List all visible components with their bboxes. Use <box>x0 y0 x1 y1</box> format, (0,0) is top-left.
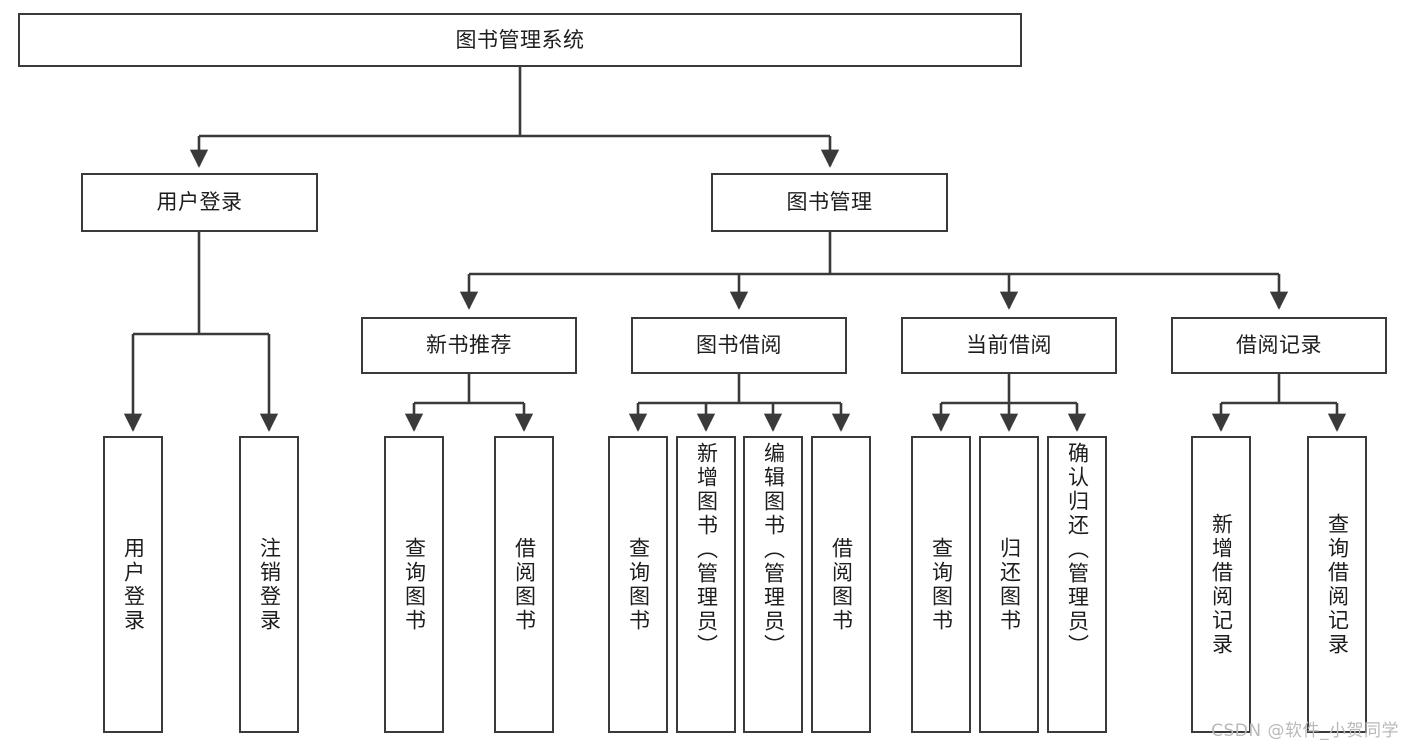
node-leaf-query-book-1[interactable]: 查询图书 <box>384 436 444 733</box>
node-root[interactable]: 图书管理系统 <box>18 13 1022 67</box>
node-book-borrow[interactable]: 图书借阅 <box>631 317 847 374</box>
node-leaf-confirm-return[interactable]: 确认归还（管理员） <box>1047 436 1107 733</box>
node-leaf-query-book-1-label: 查询图书 <box>402 536 427 633</box>
node-leaf-edit-book[interactable]: 编辑图书（管理员） <box>743 436 803 733</box>
node-new-book-recommend[interactable]: 新书推荐 <box>361 317 577 374</box>
node-leaf-user-logout[interactable]: 注销登录 <box>239 436 299 733</box>
node-leaf-add-record-label: 新增借阅记录 <box>1209 512 1234 657</box>
node-leaf-add-book-label: 新增图书（管理员） <box>694 442 719 658</box>
node-book-borrow-label: 图书借阅 <box>696 333 782 358</box>
node-leaf-query-book-2[interactable]: 查询图书 <box>608 436 668 733</box>
node-leaf-add-book[interactable]: 新增图书（管理员） <box>676 436 736 733</box>
node-leaf-confirm-return-label: 确认归还（管理员） <box>1065 442 1090 658</box>
node-leaf-user-login-label: 用户登录 <box>121 536 146 633</box>
node-current-borrow[interactable]: 当前借阅 <box>901 317 1117 374</box>
node-borrow-record[interactable]: 借阅记录 <box>1171 317 1387 374</box>
node-borrow-record-label: 借阅记录 <box>1236 333 1322 358</box>
node-user-login[interactable]: 用户登录 <box>81 173 318 232</box>
node-leaf-query-record[interactable]: 查询借阅记录 <box>1307 436 1367 733</box>
node-leaf-user-logout-label: 注销登录 <box>257 536 282 633</box>
node-leaf-borrow-book-2-label: 借阅图书 <box>829 536 854 633</box>
node-leaf-user-login[interactable]: 用户登录 <box>103 436 163 733</box>
node-leaf-return-book[interactable]: 归还图书 <box>979 436 1039 733</box>
node-leaf-borrow-book-1[interactable]: 借阅图书 <box>494 436 554 733</box>
node-user-login-label: 用户登录 <box>156 190 243 215</box>
node-new-book-recommend-label: 新书推荐 <box>426 333 512 358</box>
node-leaf-query-book-3-label: 查询图书 <box>929 536 954 633</box>
node-leaf-return-book-label: 归还图书 <box>997 536 1022 633</box>
node-leaf-add-record[interactable]: 新增借阅记录 <box>1191 436 1251 733</box>
node-root-label: 图书管理系统 <box>455 27 585 52</box>
node-leaf-borrow-book-1-label: 借阅图书 <box>512 536 537 633</box>
node-book-manage-label: 图书管理 <box>786 190 873 215</box>
node-leaf-query-book-2-label: 查询图书 <box>626 536 651 633</box>
node-book-manage[interactable]: 图书管理 <box>711 173 948 232</box>
node-current-borrow-label: 当前借阅 <box>966 333 1052 358</box>
node-leaf-query-record-label: 查询借阅记录 <box>1325 512 1350 657</box>
node-leaf-borrow-book-2[interactable]: 借阅图书 <box>811 436 871 733</box>
node-leaf-query-book-3[interactable]: 查询图书 <box>911 436 971 733</box>
watermark-text: CSDN @软件_小贺同学 <box>1211 721 1399 741</box>
node-leaf-edit-book-label: 编辑图书（管理员） <box>761 442 786 658</box>
